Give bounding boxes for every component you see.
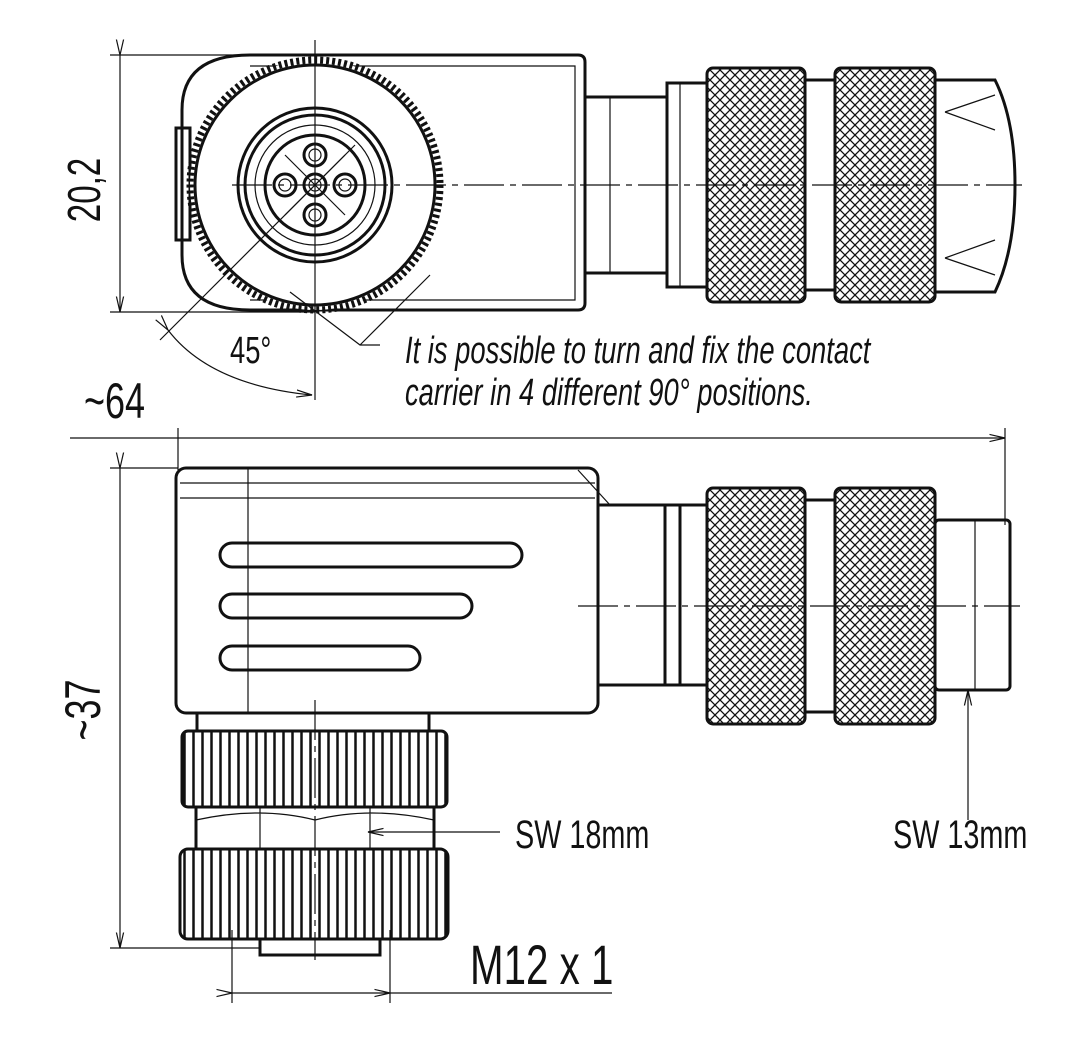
dim-height-side: ~37 — [56, 679, 111, 740]
grip-slot-2 — [218, 592, 474, 620]
housing-outline — [180, 53, 587, 312]
grip-slot-1 — [218, 541, 524, 569]
side-view: ~37 SW 18mm SW 13mm M12 x 1 — [56, 468, 1027, 1003]
dim-height-top: 20,2 — [60, 158, 110, 222]
note-line-2: carrier in 4 different 90° positions. — [405, 372, 813, 414]
cable-end-side — [933, 518, 1012, 692]
note-line-1: It is possible to turn and fix the conta… — [405, 330, 872, 372]
latch — [174, 126, 192, 242]
dim-length: ~64 — [84, 374, 145, 429]
top-view: 20,2 45° It is possible to turn and fix … — [60, 40, 1022, 414]
dim-angle: 45° — [230, 330, 271, 372]
label-thread: M12 x 1 — [470, 935, 613, 997]
housing-side — [174, 466, 600, 715]
grip-slot-3 — [218, 644, 422, 672]
label-sw13: SW 13mm — [893, 812, 1027, 857]
knurled-coupling-nut — [178, 847, 450, 941]
label-sw18: SW 18mm — [515, 812, 649, 857]
